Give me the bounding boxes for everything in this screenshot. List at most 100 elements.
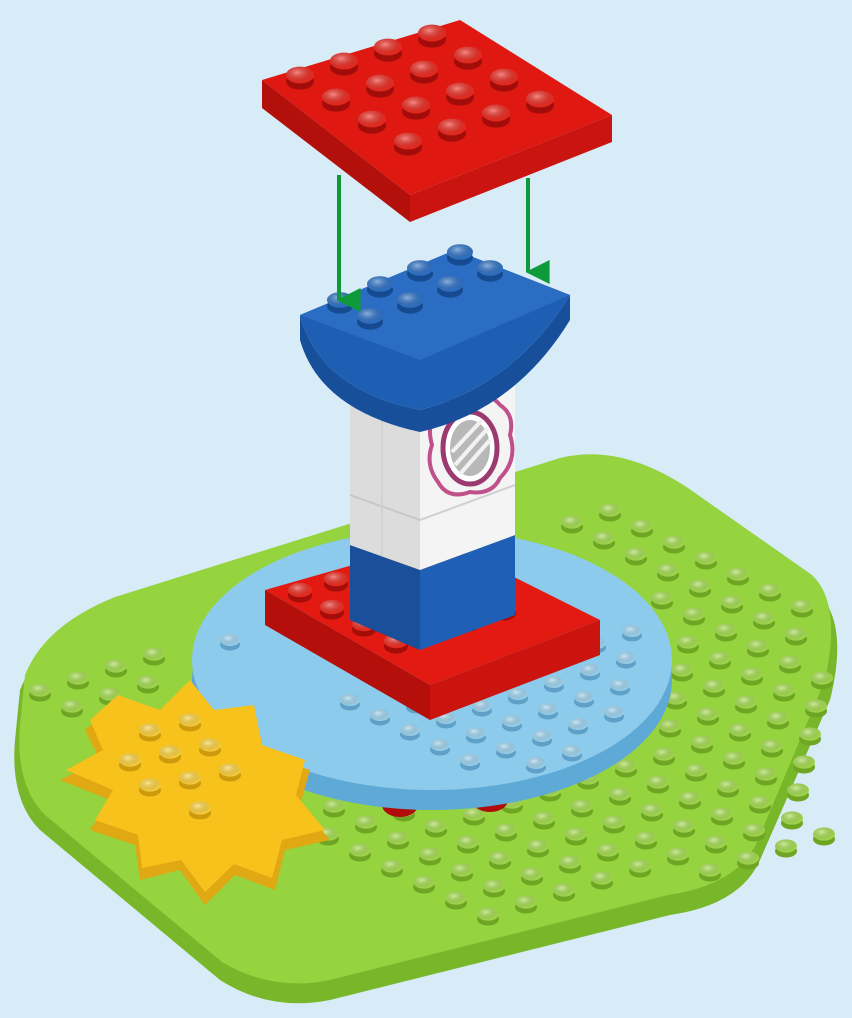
- stud: [330, 53, 358, 76]
- stud: [381, 859, 403, 877]
- stud: [438, 119, 466, 142]
- stud: [699, 863, 721, 881]
- stud: [508, 688, 528, 705]
- stud: [288, 583, 312, 603]
- stud: [741, 667, 763, 685]
- stud: [29, 683, 51, 701]
- stud: [697, 707, 719, 725]
- stud: [286, 67, 314, 90]
- stud: [695, 551, 717, 569]
- stud: [139, 778, 161, 796]
- stud: [685, 763, 707, 781]
- stud: [667, 847, 689, 865]
- stud: [397, 292, 423, 313]
- stud: [755, 767, 777, 785]
- stud: [735, 695, 757, 713]
- stud: [402, 97, 430, 120]
- stud: [673, 819, 695, 837]
- stud: [568, 718, 588, 735]
- stud: [597, 843, 619, 861]
- stud: [562, 745, 582, 762]
- stud: [370, 709, 390, 726]
- stud: [791, 599, 813, 617]
- stud: [610, 679, 630, 696]
- stud: [615, 759, 637, 777]
- stud: [454, 47, 482, 70]
- stud: [775, 839, 797, 857]
- stud: [544, 676, 564, 693]
- stud: [466, 727, 486, 744]
- stud: [496, 742, 516, 759]
- stud: [143, 647, 165, 665]
- stud: [357, 308, 383, 329]
- stud: [593, 531, 615, 549]
- stud: [430, 739, 450, 756]
- stud: [773, 683, 795, 701]
- stud: [571, 799, 593, 817]
- stud: [749, 795, 771, 813]
- stud: [374, 39, 402, 62]
- stud: [705, 835, 727, 853]
- stud: [663, 535, 685, 553]
- stud: [526, 757, 546, 774]
- stud: [179, 771, 201, 789]
- stud: [729, 723, 751, 741]
- stud: [419, 847, 441, 865]
- stud: [709, 651, 731, 669]
- stud: [323, 799, 345, 817]
- stud: [781, 811, 803, 829]
- stud: [502, 715, 522, 732]
- stud: [737, 851, 759, 869]
- stud: [574, 691, 594, 708]
- stud: [591, 871, 613, 889]
- stud: [683, 607, 705, 625]
- stud: [324, 572, 348, 592]
- stud: [616, 652, 636, 669]
- stud: [703, 679, 725, 697]
- stud: [811, 671, 833, 689]
- stud: [787, 783, 809, 801]
- stud: [61, 699, 83, 717]
- stud: [189, 801, 211, 819]
- stud: [677, 635, 699, 653]
- stud: [622, 625, 642, 642]
- stud: [220, 634, 240, 651]
- stud: [490, 69, 518, 92]
- stud: [495, 823, 517, 841]
- stud: [67, 671, 89, 689]
- stud: [603, 815, 625, 833]
- stud: [199, 738, 221, 756]
- stud: [631, 519, 653, 537]
- stud: [625, 547, 647, 565]
- stud: [805, 699, 827, 717]
- stud: [179, 713, 201, 731]
- stud: [553, 883, 575, 901]
- stud: [482, 105, 510, 128]
- stud: [532, 730, 552, 747]
- stud: [394, 133, 422, 156]
- stud: [447, 244, 473, 265]
- stud: [418, 25, 446, 48]
- stud: [119, 753, 141, 771]
- stud: [358, 111, 386, 134]
- stud: [559, 855, 581, 873]
- stud: [779, 655, 801, 673]
- stud: [717, 779, 739, 797]
- stud: [437, 276, 463, 297]
- stud: [526, 91, 554, 114]
- stud: [711, 807, 733, 825]
- stud: [400, 724, 420, 741]
- stud: [515, 895, 537, 913]
- stud: [580, 664, 600, 681]
- stud: [410, 61, 438, 84]
- stud: [793, 755, 815, 773]
- stud: [813, 827, 835, 845]
- stud: [609, 787, 631, 805]
- stud: [219, 763, 241, 781]
- stud: [349, 843, 371, 861]
- stud: [460, 754, 480, 771]
- stud: [641, 803, 663, 821]
- stud: [721, 595, 743, 613]
- stud: [139, 723, 161, 741]
